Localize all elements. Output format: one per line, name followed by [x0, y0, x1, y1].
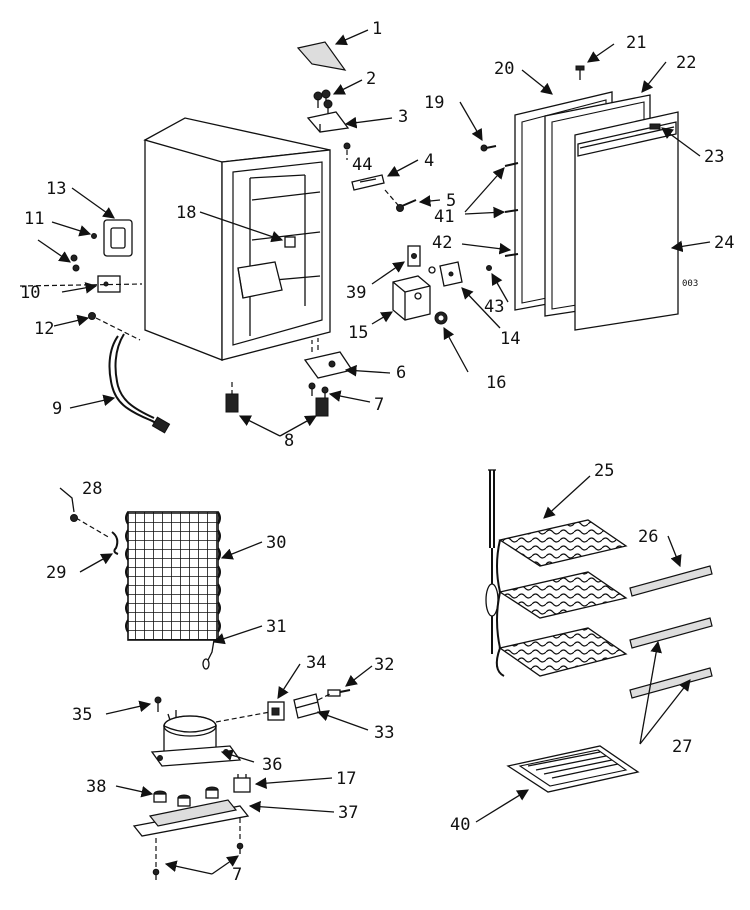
callout-6: 6: [396, 363, 406, 383]
part-32-cover-clip: [327, 689, 351, 697]
part-23-door-handle-plug: [649, 123, 661, 130]
part-29-clip: [111, 531, 119, 555]
callout-38: 38: [86, 777, 106, 797]
callout-22: 22: [676, 53, 696, 73]
part-27-shelf-strips: [629, 617, 713, 699]
callout-41: 41: [434, 207, 454, 227]
callout-18: 18: [176, 203, 196, 223]
callout-2: 2: [366, 69, 376, 89]
part-14-bracket: [428, 261, 463, 287]
callout-32: 32: [374, 655, 394, 675]
callout-7-lower: 7: [232, 865, 242, 885]
part-21-screw: [575, 65, 585, 80]
callout-23: 23: [704, 147, 724, 167]
part-6-bottom-hinge: [303, 338, 354, 379]
part-30-condenser: [125, 511, 221, 670]
part-44-screw: [343, 142, 351, 150]
part-41-door-pins: [504, 162, 519, 257]
part-17-capacitor: [233, 774, 251, 793]
callout-24: 24: [714, 233, 734, 253]
callout-39: 39: [346, 283, 366, 303]
callout-11: 11: [24, 209, 44, 229]
callout-3: 3: [398, 107, 408, 127]
part-28-screw: [70, 514, 78, 522]
part-7-screws-lower: [152, 818, 244, 880]
part-34-relay: [267, 701, 285, 721]
part-13-light-cover: [103, 219, 133, 257]
part-38-grommets: [153, 786, 219, 807]
part-43-pin: [486, 265, 492, 271]
callout-26: 26: [638, 527, 658, 547]
callout-14: 14: [500, 329, 520, 349]
part-36-compressor: [150, 710, 242, 767]
callout-17: 17: [336, 769, 356, 789]
callout-4: 4: [424, 151, 434, 171]
callout-44: 44: [352, 155, 372, 175]
part-35-screw: [154, 696, 162, 712]
callout-42: 42: [432, 233, 452, 253]
part-4-bracket: [351, 174, 385, 191]
part-1-top-cover: [296, 41, 347, 71]
callout-7-upper: 7: [374, 395, 384, 415]
part-25-evaporator: [485, 469, 628, 677]
part-40-drip-tray: [506, 745, 640, 793]
callout-35: 35: [72, 705, 92, 725]
part-15-control-box: [392, 275, 431, 321]
part-7-screws-upper: [308, 382, 329, 400]
callout-25: 25: [594, 461, 614, 481]
callout-13: 13: [46, 179, 66, 199]
callout-20: 20: [494, 59, 514, 79]
callout-30: 30: [266, 533, 286, 553]
callout-9: 9: [52, 399, 62, 419]
part-5-screw: [396, 199, 417, 212]
callout-16: 16: [486, 373, 506, 393]
callout-1: 1: [372, 19, 382, 39]
callout-12: 12: [34, 319, 54, 339]
callout-28: 28: [82, 479, 102, 499]
callout-43: 43: [484, 297, 504, 317]
callout-33: 33: [374, 723, 394, 743]
part-3-top-hinge: [306, 111, 350, 133]
callout-37: 37: [338, 803, 358, 823]
callout-36: 36: [262, 755, 282, 775]
callout-5: 5: [446, 191, 456, 211]
part-12-screw: [88, 312, 96, 320]
drawing-code-stamp: 003: [682, 279, 698, 289]
callout-numbers: 1 2 3 4 5 6 7 8 9 10 11 12 13 14 15 16 1…: [20, 19, 734, 885]
part-26-shelf-strip: [629, 565, 713, 597]
part-33-overload: [293, 693, 321, 719]
callout-19: 19: [424, 93, 444, 113]
part-8-leveling-legs: [225, 382, 329, 417]
callout-21: 21: [626, 33, 646, 53]
part-2-screws: [313, 89, 333, 116]
callout-34: 34: [306, 653, 326, 673]
callout-27: 27: [672, 737, 692, 757]
callout-8: 8: [284, 431, 294, 451]
callout-29: 29: [46, 563, 66, 583]
callout-31: 31: [266, 617, 286, 637]
part-11-screws: [70, 233, 97, 272]
callout-40: 40: [450, 815, 470, 835]
part-24-door-panel: [574, 111, 679, 331]
part-39-switch: [407, 245, 421, 267]
part-9-power-cord: [108, 333, 171, 434]
callout-10: 10: [20, 283, 40, 303]
part-16-knob: [434, 311, 448, 325]
part-37-base-plate: [132, 799, 250, 837]
cabinet: [143, 117, 331, 361]
callout-15: 15: [348, 323, 368, 343]
